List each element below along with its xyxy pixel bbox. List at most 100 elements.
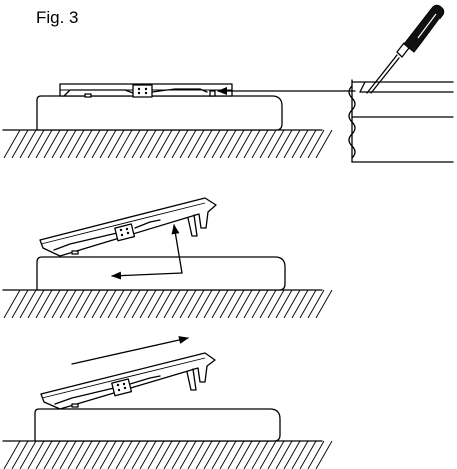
step-3-remove	[2, 336, 333, 469]
hatch-line	[267, 289, 285, 319]
hatch-line	[307, 440, 325, 469]
hatch-line	[307, 289, 325, 319]
hatch-line	[251, 440, 269, 469]
hatch-line	[3, 129, 21, 159]
hatch-line	[235, 129, 253, 159]
hatch-line	[147, 129, 165, 159]
hatch-line	[59, 289, 77, 319]
hatch-line	[67, 129, 85, 159]
hatch-line	[275, 129, 293, 159]
hatch-line	[91, 289, 109, 319]
hatch-line	[147, 289, 165, 319]
hatch-line	[75, 289, 93, 319]
hatch-line	[67, 440, 85, 469]
hatch-line	[107, 440, 125, 469]
hatch-line	[155, 289, 173, 319]
hatch-line	[267, 440, 285, 469]
detail-panel	[348, 79, 454, 163]
hatch-line	[27, 440, 45, 469]
hatch-line	[235, 289, 253, 319]
hatch-line	[195, 289, 213, 319]
hatch-line	[315, 440, 333, 469]
hatch-line	[211, 440, 229, 469]
hatch-line	[259, 129, 277, 159]
hatch-line	[155, 440, 173, 469]
hatch-line	[59, 440, 77, 469]
module-1	[59, 83, 233, 98]
hatch-line	[163, 129, 181, 159]
hatch-line	[211, 289, 229, 319]
hatch-line	[107, 129, 125, 159]
hatch-line	[83, 289, 101, 319]
hatch-line	[163, 440, 181, 469]
hatch-line	[147, 440, 165, 469]
hatch-line	[219, 129, 237, 159]
hatch-line	[291, 289, 309, 319]
hatch-line	[11, 289, 29, 319]
hatch-line	[139, 289, 157, 319]
hatch-line	[99, 129, 117, 159]
hatch-line	[43, 440, 61, 469]
hatch-line	[251, 289, 269, 319]
hatch-line	[275, 289, 293, 319]
hatch-line	[91, 440, 109, 469]
base-block-1	[36, 95, 283, 131]
ground-hatch-2	[2, 289, 333, 319]
hatch-line	[51, 129, 69, 159]
step-1-release	[2, 4, 454, 163]
hatch-line	[27, 129, 45, 159]
hatch-line	[283, 440, 301, 469]
hatch-line	[187, 289, 205, 319]
hatch-line	[91, 129, 109, 159]
hatch-line	[131, 440, 149, 469]
hatch-line	[27, 289, 45, 319]
hatch-line	[307, 129, 325, 159]
hatch-line	[75, 440, 93, 469]
hatch-line	[139, 129, 157, 159]
hatch-line	[3, 289, 21, 319]
hatch-line	[299, 129, 317, 159]
hatch-line	[219, 289, 237, 319]
hatch-line	[123, 440, 141, 469]
hatch-line	[259, 289, 277, 319]
hatch-line	[19, 289, 37, 319]
hatch-line	[195, 440, 213, 469]
hatch-line	[243, 289, 261, 319]
hatch-line	[35, 129, 53, 159]
hatch-line	[291, 129, 309, 159]
hatch-line	[243, 129, 261, 159]
hatch-line	[11, 129, 29, 159]
hatch-line	[203, 129, 221, 159]
hatch-line	[11, 440, 29, 469]
hatch-line	[283, 129, 301, 159]
hatch-line	[163, 289, 181, 319]
hatch-line	[235, 440, 253, 469]
ground-hatch-3	[2, 440, 333, 469]
hatch-line	[35, 440, 53, 469]
hatch-line	[19, 129, 37, 159]
hatch-line	[83, 440, 101, 469]
module-2-tilted	[39, 197, 217, 257]
figure-label: Fig. 3	[36, 8, 79, 27]
hatch-line	[187, 129, 205, 159]
hatch-line	[259, 440, 277, 469]
hatch-line	[51, 289, 69, 319]
hatch-line	[123, 129, 141, 159]
hatch-line	[203, 440, 221, 469]
hatch-line	[299, 440, 317, 469]
hatch-line	[51, 440, 69, 469]
hatch-line	[203, 289, 221, 319]
hatch-line	[115, 440, 133, 469]
hatch-line	[99, 440, 117, 469]
hatch-line	[251, 129, 269, 159]
module-3-tilted	[40, 352, 216, 410]
hatch-line	[179, 289, 197, 319]
hatch-line	[155, 129, 173, 159]
hatch-line	[179, 440, 197, 469]
hatch-line	[131, 289, 149, 319]
hatch-line	[3, 440, 21, 469]
hatch-line	[131, 129, 149, 159]
hatch-line	[227, 289, 245, 319]
hatch-line	[59, 129, 77, 159]
hatch-line	[283, 289, 301, 319]
